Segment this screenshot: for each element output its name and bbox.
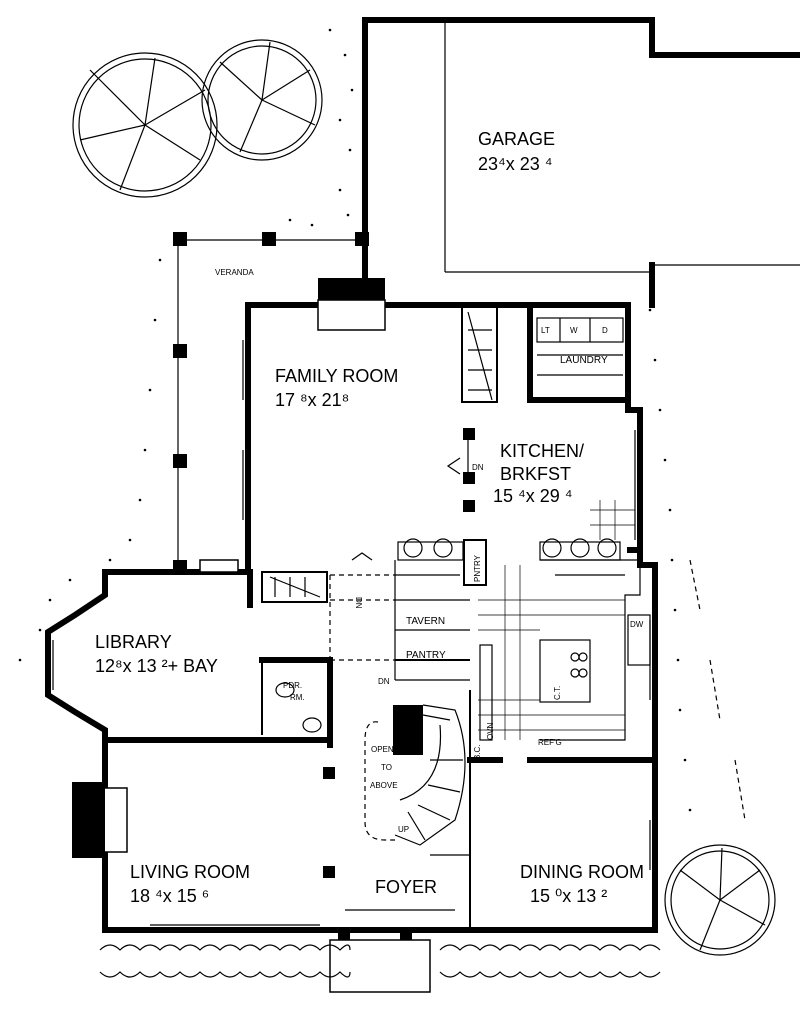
veranda-name: VERANDA (215, 268, 254, 277)
staircase: DN OPEN TO ABOVE UP (364, 677, 470, 846)
pantry-closet-label: PNTRY (473, 554, 482, 582)
tree-icon (664, 844, 776, 956)
veranda (173, 232, 369, 574)
oven-label: OVN (486, 722, 495, 740)
hall-down-label: DN (354, 597, 363, 609)
library-walls: PDR. RM. (45, 559, 333, 748)
dining-room-name: DINING ROOM (520, 862, 644, 882)
dining-room-size: 15 ⁰x 13 ² (530, 886, 607, 906)
broom-closet-label: B.C. (473, 744, 482, 760)
dining-walls (467, 690, 658, 933)
powder-room-label-1: PDR. (283, 681, 302, 690)
library-name: LIBRARY (95, 632, 172, 652)
pantry-label: PANTRY (406, 650, 446, 661)
hall-openings: DN (329, 552, 395, 661)
foyer (327, 854, 473, 993)
living-room-name: LIVING ROOM (130, 862, 250, 882)
stair-down-label: DN (378, 677, 390, 686)
stair-up-label: UP (398, 825, 409, 834)
closet (461, 306, 498, 403)
shrub-border (99, 944, 661, 978)
kitchen-name-line2: BRKFST (500, 464, 571, 484)
dryer-label: D (602, 326, 608, 335)
tree-icon (72, 52, 218, 198)
library-size: 12⁸x 13 ²+ BAY (95, 656, 218, 676)
garage-name: GARAGE (478, 129, 555, 149)
landscape-stipple (18, 28, 746, 821)
laundry-label: LAUNDRY (560, 355, 608, 366)
open-to-above-label-3: ABOVE (370, 781, 398, 790)
foyer-name: FOYER (375, 877, 437, 897)
living-room-walls (72, 737, 335, 933)
washer-label: W (570, 326, 578, 335)
kitchen-size: 15 ⁴x 29 ⁴ (493, 486, 573, 506)
kitchen-name-line1: KITCHEN/ (500, 441, 584, 461)
kitchen-counters: DW REF'G C.T. PNTRY OVN B.C. (397, 538, 651, 760)
laundry: LT W D LAUNDRY (527, 302, 643, 413)
refrigerator-label: REF'G (538, 738, 562, 747)
tavern-label: TAVERN (406, 616, 445, 627)
tavern-pantry: TAVERN PANTRY (394, 560, 470, 680)
dishwasher-label: DW (630, 620, 644, 629)
kitchen-down-label: DN (472, 463, 484, 472)
living-room-size: 18 ⁴x 15 ⁶ (130, 886, 209, 906)
family-room-name: FAMILY ROOM (275, 366, 398, 386)
laundry-lt-label: LT (541, 326, 550, 335)
floor-tile-pattern (478, 500, 635, 740)
garage-size: 23⁴x 23 ⁴ (478, 154, 553, 174)
garage (362, 17, 800, 308)
powder-room-label-2: RM. (290, 693, 305, 702)
family-room-size: 17 ⁸x 21⁸ (275, 390, 349, 410)
open-to-above-label-1: OPEN (371, 745, 394, 754)
family-room-walls (242, 278, 533, 573)
tree-icon (201, 39, 323, 161)
open-to-above-label-2: TO (381, 763, 392, 772)
cooktop-label: C.T. (553, 686, 562, 700)
